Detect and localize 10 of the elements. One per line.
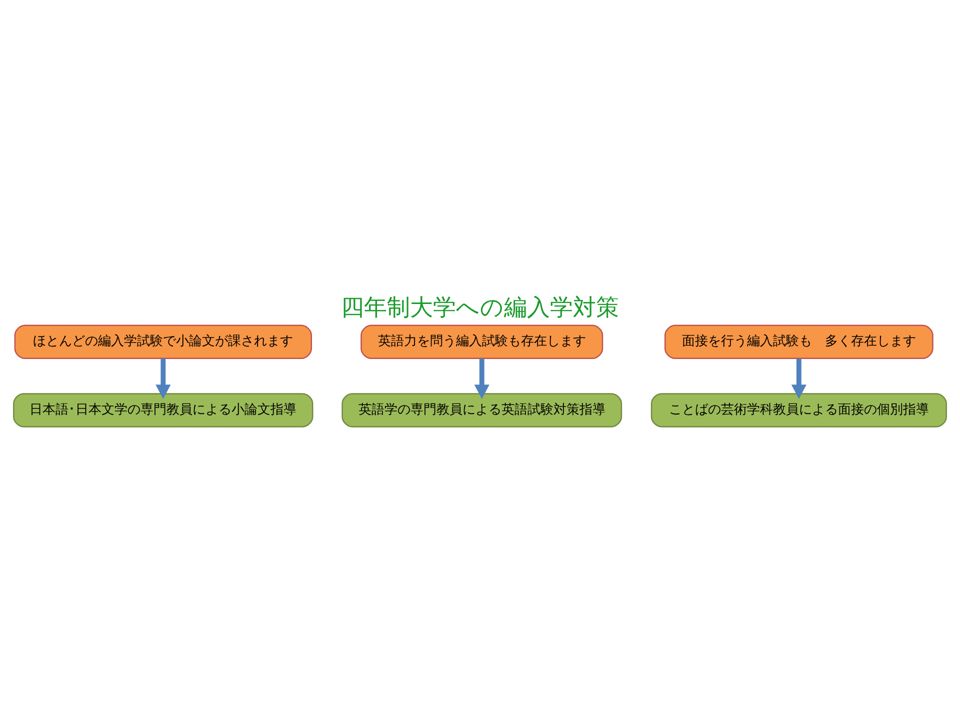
node-box: 英語学の専門教員による英語試験対策指導 bbox=[342, 393, 622, 428]
node-box: 面接を行う編入試験も 多く存在します bbox=[664, 324, 934, 359]
node-box: 英語力を問う編入試験も存在します bbox=[360, 324, 604, 359]
node-box: ほとんどの編入学試験で小論文が課されます bbox=[14, 324, 312, 359]
node-box: 日本語･日本文学の専門教員による小論文指導 bbox=[13, 393, 314, 428]
diagram-title: 四年制大学への編入学対策 bbox=[341, 295, 619, 322]
node-box: ことばの芸術学科教員による面接の個別指導 bbox=[650, 393, 947, 428]
arrow bbox=[791, 358, 806, 400]
arrow bbox=[156, 358, 171, 400]
arrow bbox=[474, 358, 490, 400]
